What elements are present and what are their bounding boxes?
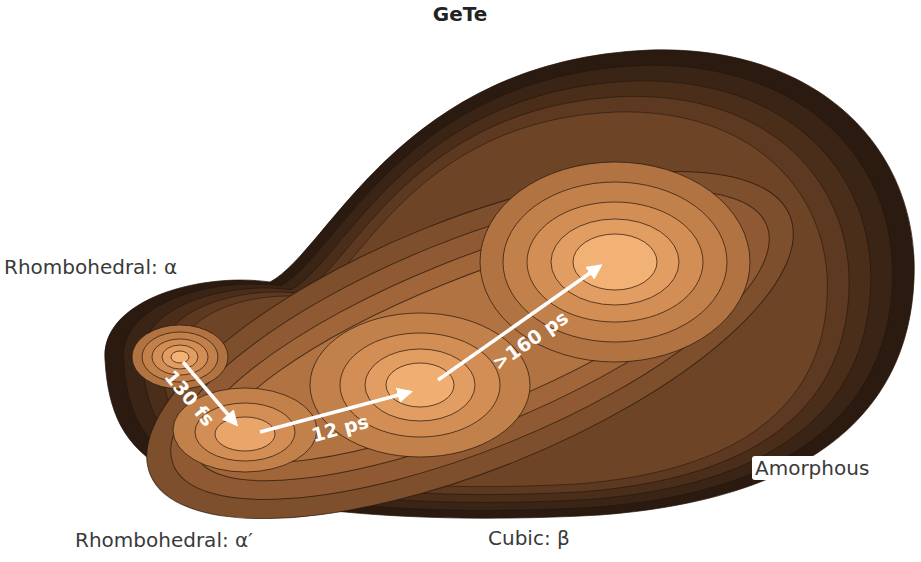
phase-label: Rhombohedral: α′: [75, 528, 253, 552]
phase-label: Amorphous: [752, 456, 872, 480]
phase-label: Rhombohedral: α: [4, 255, 177, 279]
diagram-title: GeTe: [433, 2, 488, 26]
transition-arrows: [183, 266, 600, 432]
contours: [103, 50, 914, 562]
phase-label: Cubic: β: [488, 526, 570, 550]
